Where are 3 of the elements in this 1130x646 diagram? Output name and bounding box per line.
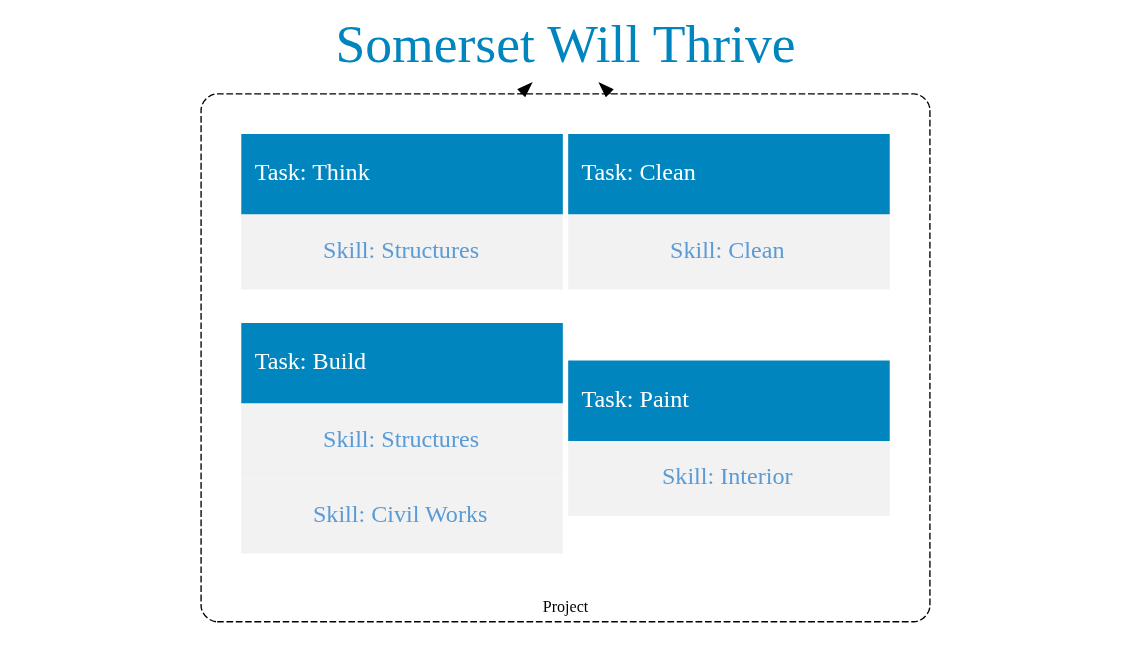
arrow [597, 81, 614, 98]
node-text: Somerset Will Thrive [334, 13, 796, 74]
arrow [516, 81, 533, 98]
